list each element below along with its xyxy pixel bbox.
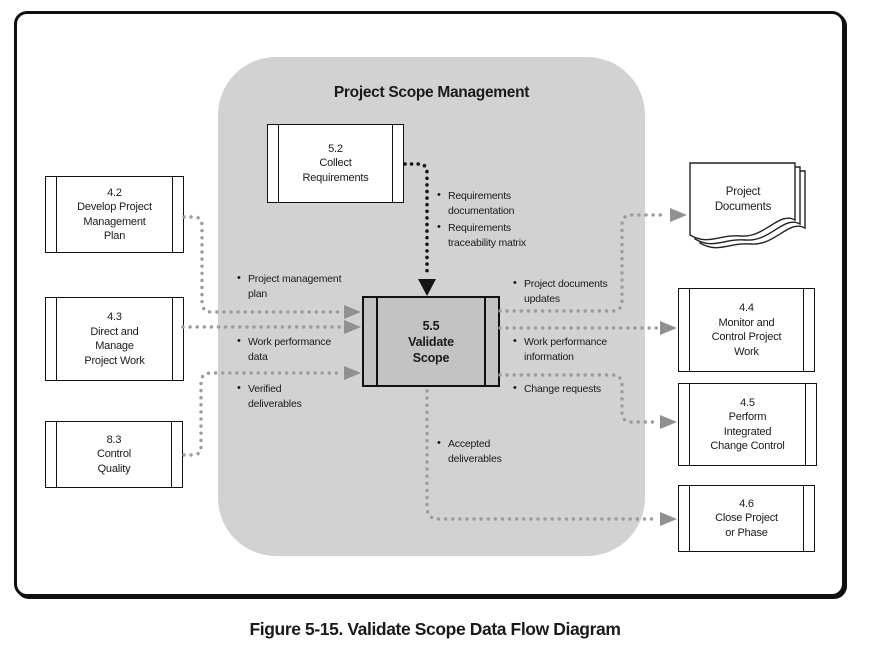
box-line: Change Control xyxy=(710,440,785,452)
figure-caption: Figure 5-15. Validate Scope Data Flow Di… xyxy=(249,619,621,639)
label-line: Verified xyxy=(248,383,282,395)
box-line: Project Work xyxy=(84,354,145,367)
box-line: Develop Project xyxy=(77,201,152,213)
label-line: Project management xyxy=(248,273,342,285)
bullet-icon: • xyxy=(513,277,517,289)
box-line: Direct and xyxy=(90,325,139,338)
box-line: or Phase xyxy=(725,526,768,539)
box-line: Control Project xyxy=(711,331,782,343)
label-line: Project documents xyxy=(524,278,608,290)
label-line: Work performance xyxy=(524,336,607,348)
box-line: Validate xyxy=(408,334,454,349)
box-inner-line xyxy=(171,177,173,252)
box-line: Work xyxy=(734,345,759,358)
box-line: 5.5 xyxy=(422,318,440,333)
box-inner-line xyxy=(56,422,58,487)
box-line: 4.3 xyxy=(107,311,122,323)
bullet-icon: • xyxy=(237,335,241,347)
box-inner-line xyxy=(376,298,378,385)
box-inner-line xyxy=(689,384,691,465)
label-line: updates xyxy=(524,293,560,305)
box-line: Control xyxy=(96,448,132,461)
box-line: 4.5 xyxy=(740,396,755,409)
label-line: plan xyxy=(248,288,268,300)
process-box-5-2-collect-requirements: 5.2 Collect Requirements xyxy=(267,124,404,203)
process-box-4-4-monitor-and-control-project-work: 4.4 Monitor and Control Project Work xyxy=(678,288,815,372)
label-line: deliverables xyxy=(248,398,302,410)
flow-label-verified-deliverables: • Verified deliverables xyxy=(237,382,302,412)
box-line: Integrated xyxy=(723,425,772,438)
box-line: Scope xyxy=(412,350,450,365)
box-line: Quality xyxy=(97,462,131,475)
bullet-icon: • xyxy=(513,335,517,347)
label-line: traceability matrix xyxy=(448,237,526,249)
bullet-icon: • xyxy=(237,272,241,284)
box-line: 5.2 xyxy=(328,142,343,155)
label-line: Change requests xyxy=(524,383,601,395)
process-box-4-2-develop-project-management-plan: 4.2 Develop Project Management Plan xyxy=(45,176,184,253)
flow-label-requirements-traceability-matrix: • Requirements traceability matrix xyxy=(437,221,526,251)
label-line: information xyxy=(524,351,574,363)
bullet-icon: • xyxy=(437,437,441,449)
label-line: Accepted xyxy=(448,438,491,450)
box-line: 4.4 xyxy=(739,302,754,314)
box-inner-line xyxy=(56,298,58,380)
flow-label-work-performance-data: • Work performance data xyxy=(237,335,331,365)
bullet-icon: • xyxy=(237,382,241,394)
box-line: Manage xyxy=(95,340,134,352)
panel-title: Project Scope Management xyxy=(333,84,530,101)
flow-label-accepted-deliverables: • Accepted deliverables xyxy=(437,437,502,467)
bullet-icon: • xyxy=(513,382,517,394)
box-line: Perform xyxy=(728,411,767,423)
box-inner-line xyxy=(171,298,173,380)
box-line: Close Project xyxy=(715,512,778,525)
flow-label-change-requests: • Change requests xyxy=(513,382,601,397)
flow-label-requirements-documentation: • Requirements documentation xyxy=(437,189,514,219)
box-inner-line xyxy=(278,125,280,202)
process-box-8-3-control-quality: 8.3 Control Quality xyxy=(45,421,183,488)
flow-label-work-performance-information: • Work performance information xyxy=(513,335,607,365)
box-line: Requirements xyxy=(302,171,369,184)
box-line: 4.2 xyxy=(107,186,122,199)
box-inner-line xyxy=(484,298,486,385)
box-inner-line xyxy=(802,486,804,551)
box-inner-line xyxy=(802,289,804,371)
label-line: Requirements xyxy=(448,190,511,202)
label-line: deliverables xyxy=(448,453,502,465)
box-line: Collect xyxy=(319,157,352,170)
process-box-4-5-perform-integrated-change-control: 4.5 Perform Integrated Change Control xyxy=(678,383,817,466)
label-line: Requirements xyxy=(448,222,511,234)
flow-label-project-management-plan: • Project management plan xyxy=(237,272,341,302)
process-box-4-6-close-project-or-phase: 4.6 Close Project or Phase xyxy=(678,485,815,552)
box-inner-line xyxy=(170,422,172,487)
process-box-5-5-validate-scope: 5.5 Validate Scope xyxy=(362,296,500,387)
flow-label-project-documents-updates: • Project documents updates xyxy=(513,277,608,307)
box-line: Monitor and xyxy=(718,316,775,329)
box-inner-line xyxy=(804,384,806,465)
process-box-4-3-direct-and-manage-project-work: 4.3 Direct and Manage Project Work xyxy=(45,297,184,381)
box-line: Plan xyxy=(103,230,126,242)
bullet-icon: • xyxy=(437,189,441,201)
label-line: documentation xyxy=(448,205,515,217)
box-inner-line xyxy=(391,125,393,202)
box-line: 8.3 xyxy=(106,433,122,446)
box-inner-line xyxy=(689,486,691,551)
box-line: Management xyxy=(83,215,146,228)
box-line: 4.6 xyxy=(739,497,754,510)
box-inner-line xyxy=(56,177,58,252)
label-line: Work performance xyxy=(248,336,331,348)
bullet-icon: • xyxy=(437,221,441,233)
box-inner-line xyxy=(689,289,691,371)
label-line: data xyxy=(248,351,268,363)
